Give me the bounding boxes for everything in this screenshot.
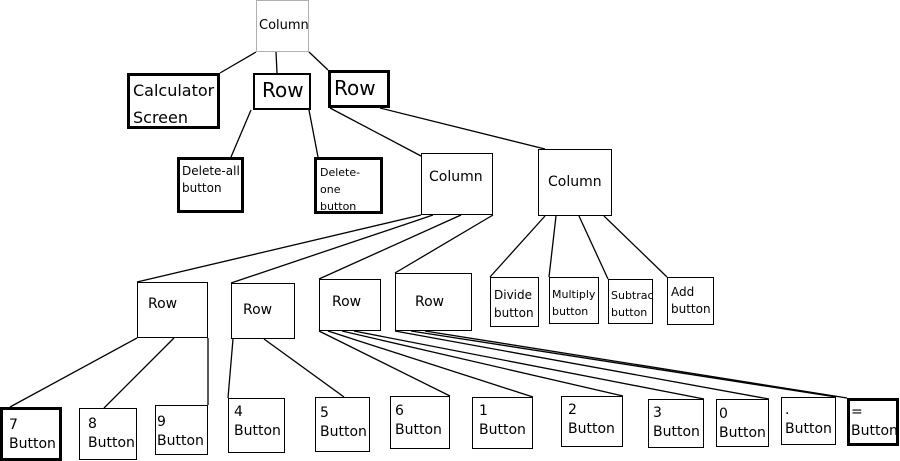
add-button-label: Add button (671, 285, 711, 316)
column-digits: Column (421, 153, 493, 215)
edge-row-main-to-column-operators (379, 107, 546, 150)
row-456: Row (231, 283, 295, 339)
row-123-label: Row (332, 294, 362, 310)
edge-column-digits-to-row-0-dot-eq (394, 214, 494, 274)
row-delete-label: Row (262, 78, 304, 102)
button-7-label: 7 Button (9, 417, 56, 452)
row-123: Row (319, 279, 381, 331)
edge-row-delete-to-delete-one-button (308, 109, 319, 158)
button-4-label: 4 Button (234, 404, 281, 439)
button-1[interactable]: 1 Button (472, 397, 533, 449)
root-column: Column (256, 0, 309, 52)
delete-all-button: Delete-all button (177, 157, 244, 213)
button-5-label: 5 Button (320, 405, 367, 440)
edge-row-123-to-button-2 (341, 330, 624, 397)
button-2[interactable]: 2 Button (561, 396, 623, 447)
delete-one-button-label: Delete-one button (320, 166, 361, 213)
button-2-label: 2 Button (568, 402, 615, 437)
button-0[interactable]: 0 Button (716, 399, 769, 447)
edge-row-789-to-button-7 (9, 337, 138, 408)
edge-column-digits-to-row-123 (318, 214, 462, 280)
row-main: Row (328, 70, 390, 108)
calculator-screen-label: Calculator Screen (133, 81, 215, 127)
root-column-label: Column (259, 18, 309, 33)
column-operators-label: Column (548, 174, 602, 190)
divide-button-label: Divide button (494, 288, 534, 320)
button-7[interactable]: 7 Button (0, 407, 62, 461)
edge-column-operators-to-multiply-button (548, 215, 557, 278)
button-6-label: 6 Button (395, 403, 442, 438)
add-button: Add button (667, 277, 714, 325)
edge-root-column-to-calculator-screen (219, 51, 257, 74)
button-equals-label: = Button (851, 404, 898, 439)
button-6[interactable]: 6 Button (390, 396, 450, 449)
column-operators: Column (538, 149, 612, 216)
divide-button: Divide button (490, 277, 539, 327)
edge-column-operators-to-subtract-button (578, 215, 609, 280)
edge-root-column-to-row-main (308, 51, 329, 71)
button-3-label: 3 Button (653, 405, 700, 440)
delete-all-button-label: Delete-all button (182, 164, 240, 195)
button-1-label: 1 Button (479, 403, 526, 438)
edge-row-789-to-button-8 (103, 337, 175, 409)
column-digits-label: Column (429, 169, 483, 185)
row-0-dot-eq-label: Row (415, 294, 445, 310)
edge-row-456-to-button-4 (227, 338, 234, 399)
edge-column-digits-to-row-789 (136, 214, 422, 283)
edge-column-operators-to-add-button (603, 215, 668, 278)
row-delete: Row (253, 73, 311, 110)
row-main-label: Row (334, 76, 376, 100)
button-dot-label: . Button (785, 402, 832, 437)
button-equals[interactable]: = Button (847, 398, 899, 446)
button-9[interactable]: 9 Button (155, 405, 208, 455)
edge-row-0-dot-eq-to-button-dot (410, 330, 837, 398)
edge-column-digits-to-row-456 (230, 214, 434, 284)
multiply-button-label: Multiply button (552, 288, 596, 318)
button-8-label: 8 Button (88, 416, 135, 451)
row-789: Row (137, 282, 208, 338)
edge-row-0-dot-eq-to-button-0 (394, 330, 770, 400)
subtract-button-label: Subtract button (611, 289, 653, 319)
button-9-label: 9 Button (157, 414, 204, 449)
row-0-dot-eq: Row (395, 273, 472, 331)
button-5[interactable]: 5 Button (315, 397, 370, 452)
button-8[interactable]: 8 Button (79, 408, 137, 460)
edge-row-123-to-button-3 (353, 330, 705, 400)
calculator-screen: Calculator Screen (127, 73, 220, 129)
button-3[interactable]: 3 Button (648, 399, 704, 448)
edge-row-0-dot-eq-to-button-equals (424, 330, 848, 399)
edge-root-column-to-row-delete (275, 51, 278, 74)
multiply-button: Multiply button (549, 277, 599, 324)
button-dot[interactable]: . Button (781, 397, 836, 445)
button-4[interactable]: 4 Button (228, 398, 285, 453)
edge-row-456-to-button-5 (263, 338, 345, 398)
row-456-label: Row (243, 302, 273, 318)
edge-column-operators-to-divide-button (489, 215, 546, 278)
edge-row-main-to-column-digits (329, 107, 422, 157)
button-0-label: 0 Button (719, 406, 766, 441)
delete-one-button: Delete-one button (314, 157, 383, 214)
edge-row-123-to-button-6 (318, 330, 451, 397)
edge-row-123-to-button-1 (327, 330, 534, 398)
subtract-button: Subtract button (608, 279, 653, 324)
edge-row-delete-to-delete-all-button (230, 109, 252, 158)
row-789-label: Row (148, 296, 178, 312)
